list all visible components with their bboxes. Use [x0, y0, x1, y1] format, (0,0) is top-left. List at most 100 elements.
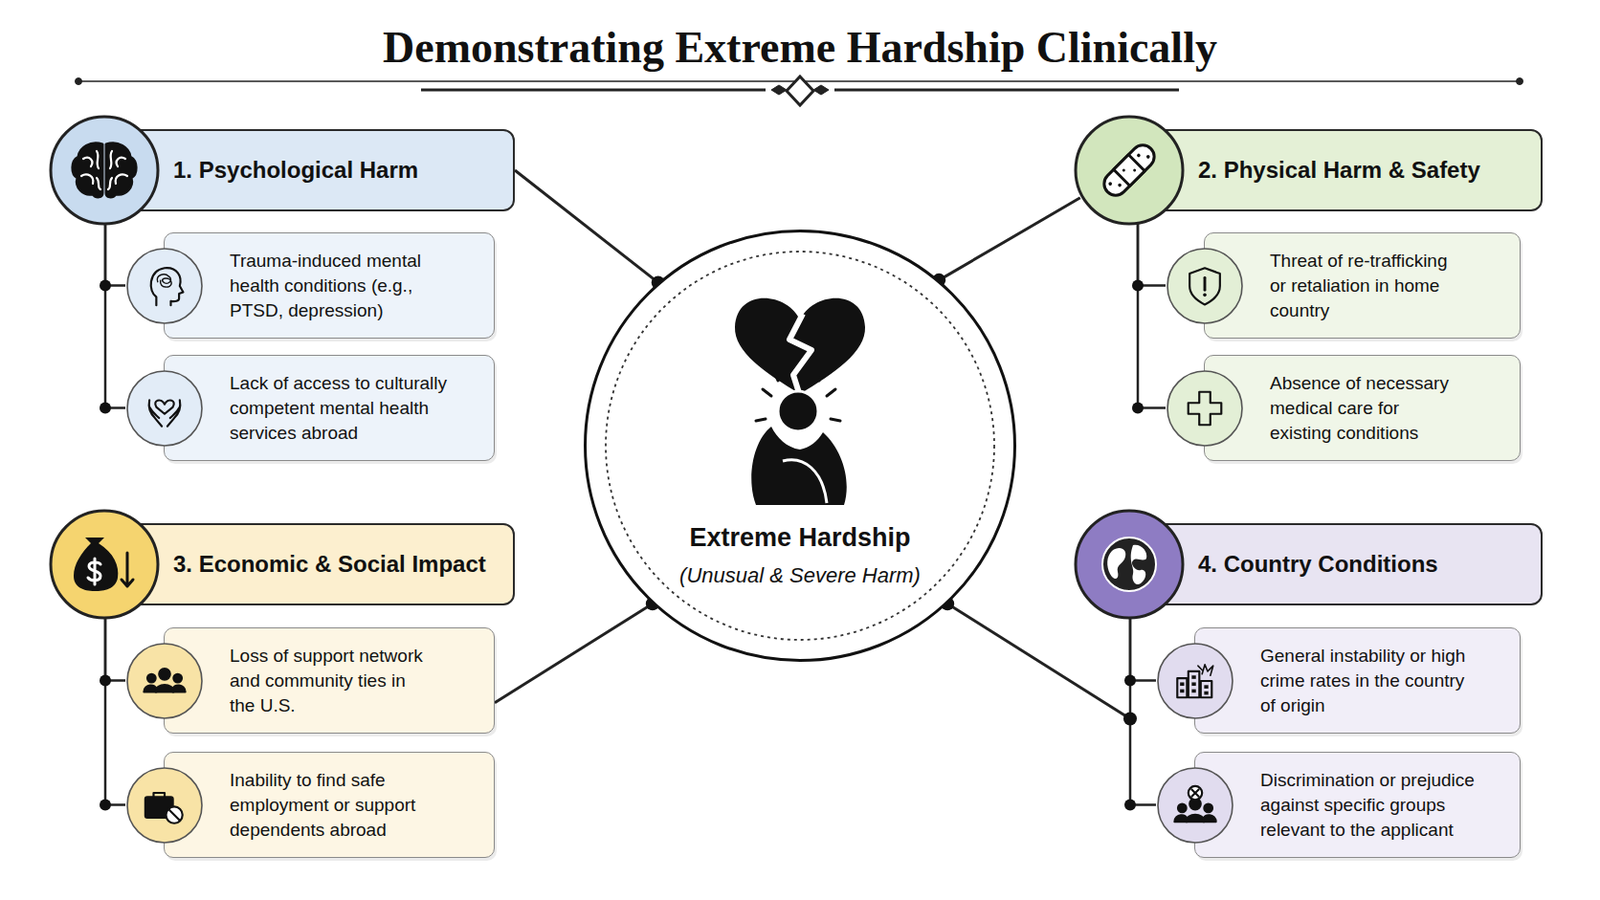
icon-shape — [158, 668, 171, 681]
hardship-factor-box: Absence of necessary medical care for ex… — [1203, 355, 1521, 462]
central-circle: Extreme Hardship (Unusual & Severe Harm) — [583, 229, 1017, 663]
factor-text: Trauma-induced mental health conditions … — [229, 248, 460, 324]
icon-shape — [73, 537, 118, 592]
rule-line — [421, 88, 766, 92]
icon-shape — [145, 793, 183, 824]
icon-shape — [1102, 537, 1156, 592]
icon-shape — [1188, 785, 1202, 800]
icon-shape — [1174, 798, 1216, 822]
icon-shape — [1191, 789, 1199, 797]
ornament-lines — [75, 76, 1524, 106]
icon-shape — [88, 558, 101, 585]
icon-shape — [1113, 155, 1146, 187]
icon-shape — [755, 372, 841, 422]
icon-shape — [1167, 248, 1243, 324]
connector-dot — [1124, 675, 1136, 688]
icon-shape — [1075, 116, 1183, 224]
connector-dot — [99, 280, 112, 292]
ornament-diamond — [786, 76, 814, 106]
icon-shape — [1108, 181, 1113, 187]
icon-shape — [1107, 545, 1147, 585]
icon-shape — [81, 151, 128, 190]
connector-dot — [99, 800, 112, 812]
hardship-factor-box: Inability to find safe employment or sup… — [163, 752, 495, 859]
icon-shape — [73, 537, 134, 592]
connector-dot — [1132, 280, 1144, 292]
category-icon — [1071, 507, 1187, 623]
icon-shape — [156, 273, 172, 287]
icon-shape — [143, 685, 156, 692]
icon-shape — [121, 553, 134, 587]
hardship-factor-box: Loss of support network and community ti… — [163, 627, 495, 734]
hardship-factor-box: Threat of re-trafficking or retaliation … — [1203, 232, 1521, 339]
factor-icon — [1155, 765, 1236, 846]
hub-connector — [514, 170, 659, 283]
icon-shape — [155, 400, 175, 414]
icon-shape — [751, 426, 847, 506]
icon-shape — [789, 313, 812, 397]
icon-shape — [153, 793, 165, 798]
center-title: Extreme Hardship — [586, 521, 1014, 555]
icon-shape — [1177, 678, 1187, 698]
icon-shape — [143, 668, 185, 692]
diagram-title: Demonstrating Extreme Hardship Clinicall… — [0, 21, 1600, 75]
factor-text: Lack of access to culturally competent m… — [229, 371, 460, 446]
icon-shape — [1177, 664, 1213, 698]
icon-shape — [1203, 277, 1207, 290]
factor-text: Threat of re-trafficking or retaliation … — [1269, 248, 1460, 324]
icon-shape — [1135, 153, 1141, 158]
icon-shape — [1191, 682, 1196, 687]
icon-shape — [782, 460, 827, 504]
header-text: 4. Country Conditions — [1198, 550, 1439, 579]
category-header: 3. Economic & Social Impact — [102, 523, 515, 606]
icon-shape — [1179, 682, 1184, 687]
icon-shape — [173, 685, 186, 692]
icon-shape — [1099, 140, 1159, 200]
header-text: 2. Physical Harm & Safety — [1198, 155, 1481, 185]
icon-shape — [1179, 675, 1209, 695]
icon-shape — [72, 143, 136, 198]
icon-shape — [1174, 815, 1187, 823]
icon-shape — [1188, 391, 1223, 425]
category-header: 4. Country Conditions — [1127, 523, 1543, 606]
icon-shape — [1133, 168, 1137, 173]
factor-icon — [124, 368, 205, 449]
factor-text: Loss of support network and community ti… — [229, 644, 435, 719]
connector-dot — [99, 402, 112, 415]
icon-shape — [151, 267, 184, 306]
hardship-illustration — [583, 229, 1017, 663]
header-text: 3. Economic & Social Impact — [173, 550, 487, 579]
icon-shape — [127, 768, 202, 844]
header-text: 1. Psychological Harm — [173, 155, 419, 185]
icon-shape — [1075, 511, 1183, 619]
icon-shape — [143, 668, 185, 692]
hub-connector — [494, 603, 653, 704]
icon-shape — [127, 248, 202, 324]
hardship-factor-box: General instability or high crime rates … — [1194, 627, 1521, 734]
icon-shape — [777, 391, 819, 432]
icon-shape — [1188, 391, 1223, 425]
icon-shape — [72, 143, 136, 198]
icon-shape — [151, 267, 184, 306]
factor-icon — [1155, 641, 1236, 722]
icon-shape — [1189, 267, 1221, 305]
factor-text: General instability or high crime rates … — [1260, 644, 1483, 719]
icon-shape — [1202, 292, 1207, 297]
rule-dot — [1516, 78, 1524, 86]
center-subtitle: (Unusual & Severe Harm) — [586, 561, 1014, 591]
icon-shape — [1200, 681, 1213, 698]
icon-shape — [50, 116, 158, 224]
icon-shape — [1121, 168, 1126, 173]
factor-icon — [1164, 368, 1245, 449]
rule-line — [834, 88, 1179, 92]
icon-shape — [1174, 785, 1216, 822]
icon-shape — [1186, 814, 1205, 823]
factor-text: Absence of necessary medical care for ex… — [1269, 371, 1460, 446]
category-header: 2. Physical Harm & Safety — [1127, 129, 1543, 212]
factor-icon — [124, 245, 205, 327]
icon-shape — [1099, 140, 1159, 200]
icon-shape — [173, 673, 182, 683]
icon-shape — [50, 511, 158, 619]
icon-shape — [149, 400, 181, 426]
icon-shape — [1203, 685, 1208, 689]
